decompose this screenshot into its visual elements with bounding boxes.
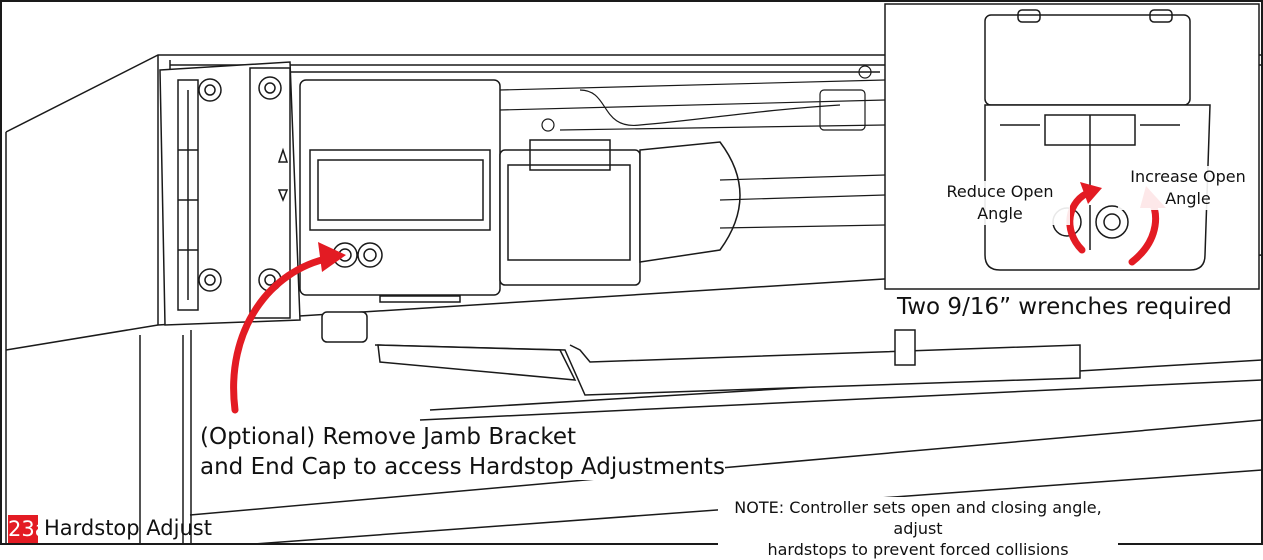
increase-line1: Increase Open (1130, 167, 1246, 186)
note: NOTE: Controller sets open and closing a… (718, 497, 1118, 560)
track-rails (499, 65, 886, 229)
note-line1: NOTE: Controller sets open and closing a… (734, 498, 1102, 538)
arm (321, 311, 1081, 396)
optional-callout-line1: (Optional) Remove Jamb Bracket (200, 424, 576, 451)
reduce-arrowhead (1080, 182, 1102, 204)
wrench-callout: Two 9/16” wrenches required (897, 294, 1232, 321)
operator-body (299, 79, 741, 303)
callout-arrowhead (318, 242, 346, 272)
increase-line2: Angle (1165, 189, 1211, 208)
inset-detail (884, 3, 1260, 290)
note-line2: hardstops to prevent forced collisions (767, 540, 1069, 559)
increase-open-angle-label: Increase Open Angle (1118, 166, 1258, 210)
reduce-line2: Angle (977, 204, 1023, 223)
optional-callout-line2: and End Cap to access Hardstop Adjustmen… (200, 454, 725, 481)
step-number-badge: 23a (8, 515, 48, 543)
step-title: Hardstop Adjust (44, 516, 212, 540)
end-cap (159, 61, 301, 326)
callout-arrow (230, 254, 334, 414)
reduce-line1: Reduce Open (946, 182, 1054, 201)
reduce-open-angle-label: Reduce Open Angle (930, 181, 1070, 225)
operator-illustration (0, 0, 1263, 546)
